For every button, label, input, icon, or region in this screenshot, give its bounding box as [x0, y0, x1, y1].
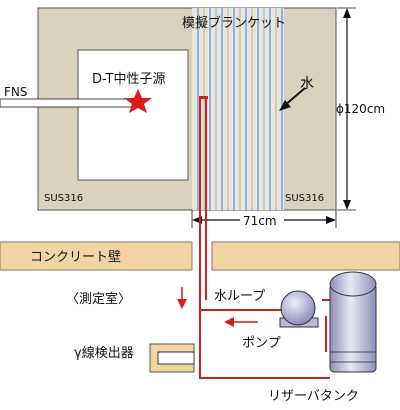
water-loop-piping	[199, 97, 330, 379]
gamma-detector	[157, 351, 195, 365]
water-loop-label: 水ループ	[214, 289, 265, 304]
detector-label: γ線検出器	[74, 345, 134, 361]
reservoir-tank-top	[329, 271, 377, 297]
fns-beam-line	[0, 98, 133, 108]
sus-right-label: SUS316	[285, 193, 324, 204]
reservoir-tank	[329, 283, 377, 373]
room-label: 〈測定室〉	[66, 291, 131, 307]
blanket-water-lines	[192, 8, 284, 210]
water-arrow-head	[279, 100, 291, 111]
reservoir-label: リザーバタンク	[268, 389, 359, 404]
concrete-wall-right	[211, 241, 400, 271]
pump	[280, 290, 316, 326]
source-label: D-T中性子源	[92, 72, 165, 87]
fns-label: FNS	[4, 85, 28, 99]
concrete-wall-left	[0, 241, 193, 271]
pump-label: ポンプ	[242, 336, 281, 351]
neutron-source-star	[124, 89, 152, 113]
width-label: 71cm	[243, 214, 277, 228]
blanket-label: 模擬ブランケット	[182, 15, 286, 31]
source-cavity	[77, 49, 189, 181]
sus-left-label: SUS316	[44, 193, 83, 204]
diameter-label: ϕ120cm	[336, 102, 385, 116]
wall-label: コンクリート壁	[30, 250, 121, 265]
water-label: 水	[300, 76, 314, 92]
pipe-top-cap	[199, 96, 208, 99]
